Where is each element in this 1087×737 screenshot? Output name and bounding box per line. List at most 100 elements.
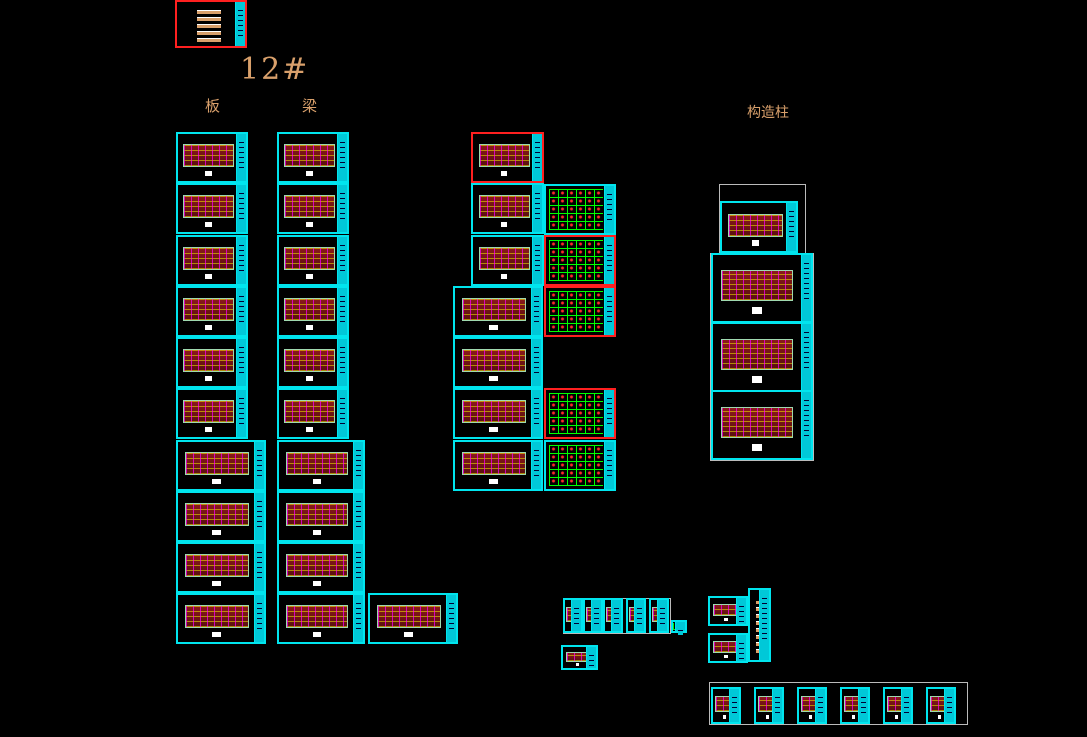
drawing-sheet[interactable] bbox=[175, 0, 247, 48]
drawing-notes bbox=[489, 324, 498, 331]
drawing-sheet[interactable] bbox=[603, 598, 623, 633]
drawing-sheet[interactable] bbox=[711, 687, 741, 724]
title-block bbox=[801, 392, 811, 458]
drawing-notes bbox=[489, 426, 498, 433]
drawing-sheet[interactable] bbox=[176, 440, 266, 491]
drawing-notes bbox=[895, 714, 898, 719]
drawing-sheet[interactable] bbox=[626, 598, 646, 633]
drawing-sheet[interactable] bbox=[711, 390, 813, 460]
drawing-sheet[interactable] bbox=[176, 337, 248, 388]
drawing-sheet[interactable] bbox=[176, 183, 248, 234]
drawing-sheet[interactable] bbox=[563, 598, 583, 633]
title-block bbox=[337, 339, 347, 386]
drawing-sheet[interactable] bbox=[561, 645, 598, 670]
floor-plan-drawing bbox=[184, 605, 249, 628]
drawing-sheet[interactable] bbox=[883, 687, 913, 724]
drawing-sheet[interactable] bbox=[277, 388, 349, 439]
title-block bbox=[591, 600, 601, 631]
floor-plan-drawing bbox=[548, 290, 604, 333]
title-block bbox=[604, 186, 614, 233]
drawing-sheet[interactable] bbox=[277, 132, 349, 183]
drawing-sheet[interactable] bbox=[840, 687, 870, 724]
drawing-sheet[interactable] bbox=[277, 286, 349, 337]
title-block bbox=[337, 288, 347, 335]
floor-plan-drawing bbox=[183, 195, 234, 218]
drawing-sheet[interactable] bbox=[711, 322, 813, 392]
drawing-sheet[interactable] bbox=[471, 183, 544, 234]
drawing-sheet[interactable] bbox=[748, 588, 771, 662]
drawing-sheet[interactable] bbox=[277, 337, 349, 388]
drawing-notes bbox=[205, 426, 212, 433]
drawing-sheet[interactable] bbox=[453, 337, 543, 388]
drawing-sheet[interactable] bbox=[711, 253, 813, 323]
floor-plan-drawing bbox=[548, 239, 604, 282]
drawing-sheet[interactable] bbox=[176, 286, 248, 337]
drawing-sheet[interactable] bbox=[926, 687, 956, 724]
title-block bbox=[729, 689, 739, 722]
title-block bbox=[786, 203, 796, 251]
drawing-sheet[interactable] bbox=[544, 184, 616, 235]
drawing-sheet[interactable] bbox=[453, 388, 543, 439]
drawing-sheet[interactable] bbox=[176, 132, 248, 183]
floor-plan-drawing bbox=[183, 349, 234, 372]
title-block bbox=[531, 390, 541, 437]
drawing-sheet[interactable] bbox=[277, 235, 349, 286]
drawing-sheet[interactable] bbox=[583, 598, 603, 633]
drawing-sheet[interactable] bbox=[176, 235, 248, 286]
drawing-sheet[interactable] bbox=[277, 183, 349, 234]
drawing-notes bbox=[404, 631, 413, 638]
title-block bbox=[254, 493, 264, 540]
drawing-notes bbox=[500, 170, 508, 177]
drawing-sheet[interactable] bbox=[671, 620, 687, 636]
drawing-sheet[interactable] bbox=[544, 440, 616, 491]
title-block bbox=[531, 442, 541, 489]
drawing-sheet[interactable] bbox=[277, 491, 365, 542]
drawing-notes bbox=[500, 273, 508, 280]
drawing-sheet[interactable] bbox=[453, 440, 543, 491]
drawing-sheet[interactable] bbox=[176, 388, 248, 439]
drawing-sheet[interactable] bbox=[754, 687, 784, 724]
floor-plan-drawing bbox=[183, 298, 234, 321]
drawing-sheet[interactable] bbox=[708, 596, 748, 626]
drawing-sheet[interactable] bbox=[277, 542, 365, 593]
drawing-sheet[interactable] bbox=[368, 593, 458, 644]
drawing-sheet[interactable] bbox=[471, 235, 544, 286]
floor-plan-drawing bbox=[284, 298, 335, 321]
building-number-label: 12# bbox=[240, 52, 310, 87]
drawing-notes bbox=[724, 618, 728, 622]
title-block bbox=[604, 237, 614, 284]
drawing-notes bbox=[212, 478, 221, 485]
drawing-notes bbox=[212, 631, 221, 638]
drawing-notes bbox=[723, 714, 726, 719]
drawing-sheet[interactable] bbox=[797, 687, 827, 724]
drawing-notes bbox=[500, 221, 508, 228]
drawing-notes bbox=[306, 426, 313, 433]
drawing-sheet[interactable] bbox=[176, 593, 266, 644]
title-block bbox=[901, 689, 911, 722]
drawing-sheet[interactable] bbox=[649, 598, 669, 633]
drawing-sheet[interactable] bbox=[277, 593, 365, 644]
title-block bbox=[254, 595, 264, 642]
drawing-sheet[interactable] bbox=[453, 286, 543, 337]
drawing-notes bbox=[312, 478, 321, 485]
floor-plan-drawing bbox=[284, 247, 335, 270]
drawing-sheet[interactable] bbox=[471, 132, 544, 183]
floor-plan-drawing bbox=[548, 444, 604, 487]
floor-plan-drawing bbox=[548, 188, 604, 231]
drawing-notes bbox=[306, 375, 313, 382]
drawing-sheet[interactable] bbox=[176, 542, 266, 593]
title-block bbox=[353, 595, 363, 642]
drawing-notes bbox=[205, 273, 212, 280]
drawing-sheet[interactable] bbox=[544, 235, 616, 286]
drawing-sheet[interactable] bbox=[277, 440, 365, 491]
floor-plan-drawing bbox=[183, 247, 234, 270]
drawing-sheet[interactable] bbox=[708, 633, 748, 663]
drawing-sheet[interactable] bbox=[176, 491, 266, 542]
drawing-sheet[interactable] bbox=[544, 388, 616, 439]
floor-plan-drawing bbox=[720, 338, 794, 371]
title-block bbox=[604, 442, 614, 489]
drawing-sheet[interactable] bbox=[544, 286, 616, 337]
drawing-sheet[interactable] bbox=[720, 201, 798, 253]
title-block bbox=[236, 288, 246, 335]
